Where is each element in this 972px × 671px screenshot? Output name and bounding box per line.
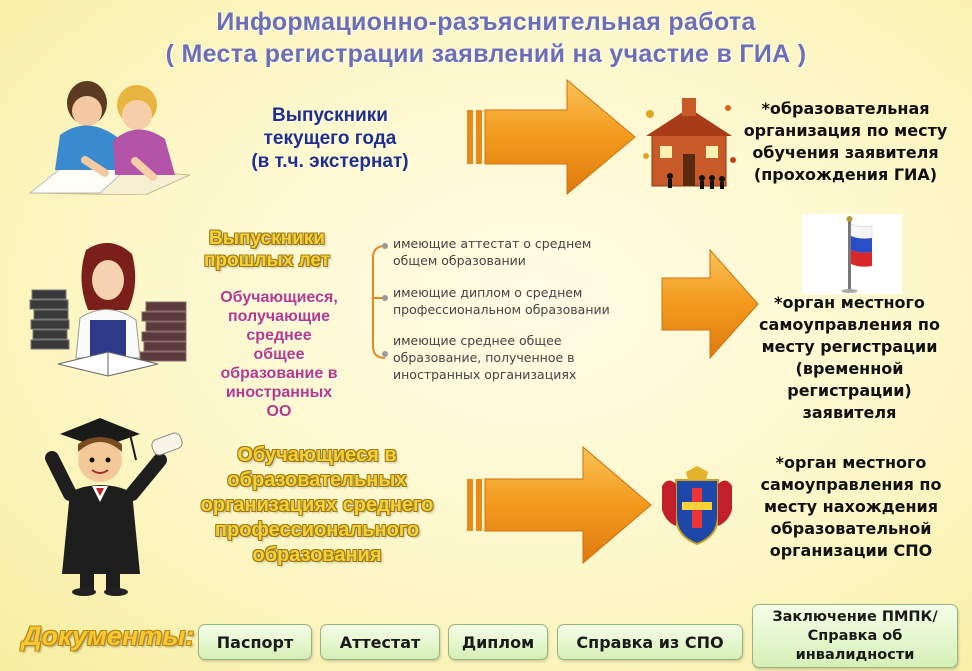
option-line: образование, полученное в [393, 350, 575, 365]
dest-line: образовательной [770, 519, 932, 538]
heading-line: ОО [266, 403, 292, 420]
arrow-right-icon [465, 78, 637, 196]
heading-line: получающие [228, 308, 330, 325]
option-foreign: имеющие среднее общее образование, получ… [393, 332, 663, 383]
option-line: имеющие диплом о среднем [393, 285, 583, 300]
dest-line: обучения заявителя [752, 143, 939, 162]
option-line: имеющие среднее общее [393, 333, 562, 348]
foreign-students-heading: Обучающиеся, получающие среднее общее об… [200, 288, 358, 421]
heading-line: среднее [246, 327, 312, 344]
dest-line: *орган местного [775, 453, 927, 472]
graduate-with-diploma-illustration [40, 412, 185, 597]
current-year-graduates-heading: Выпускники текущего года (в т.ч. экстерн… [210, 104, 450, 173]
page-title-line2: ( Места регистрации заявлений на участие… [165, 40, 807, 68]
pmpk-certificate-button[interactable]: Заключение ПМПК/ Справка об инвалидности [752, 604, 958, 668]
option-line: профессиональном образовании [393, 302, 610, 317]
heading-line: иностранных [225, 384, 333, 401]
option-attestat: имеющие аттестат о среднем общем образов… [393, 235, 663, 269]
diploma-button[interactable]: Диплом [448, 624, 548, 660]
dest-line: (временной [795, 359, 904, 378]
heading-line: текущего года [263, 128, 397, 149]
dest-line: месту нахождения [763, 497, 939, 516]
spo-students-heading: Обучающиеся в образовательных организаци… [178, 443, 456, 568]
dest-line: *орган местного [774, 293, 925, 312]
option-line: иностранных организациях [393, 367, 577, 382]
page-title-line1: Информационно-разъяснительная работа [216, 8, 756, 36]
bracket-connector [365, 236, 393, 366]
heading-line: Обучающиеся в [237, 444, 397, 466]
dest-line: месту регистрации [761, 337, 938, 356]
dest-line: самоуправления по [759, 315, 940, 334]
arrow-right-icon [660, 248, 760, 360]
coat-of-arms-icon [656, 466, 738, 548]
heading-line: Выпускники [209, 228, 325, 249]
heading-line: Обучающиеся, [220, 289, 338, 306]
pmpk-line: инвалидности [795, 646, 915, 663]
arrow-right-icon [465, 445, 653, 565]
russian-flag-icon [802, 214, 902, 294]
dest-line: самоуправления по [760, 475, 942, 494]
documents-label: Документы: [22, 621, 195, 651]
dest-line: организации СПО [769, 541, 933, 560]
dest-line: *образовательная [761, 99, 930, 118]
attestat-button[interactable]: Аттестат [320, 624, 440, 660]
option-line: общем образовании [393, 253, 526, 268]
heading-line: организациях среднего [200, 494, 434, 516]
heading-line: общее [253, 346, 305, 363]
heading-line: (в т.ч. экстернат) [251, 151, 409, 172]
heading-line: Выпускники [272, 105, 388, 126]
destination-local-government-spo: *орган местного самоуправления по месту … [745, 452, 957, 562]
dest-line: (прохождения ГИА) [753, 165, 938, 184]
heading-line: прошлых лет [203, 250, 331, 271]
dest-line: организация по месту [743, 121, 948, 140]
heading-line: образовательных [227, 469, 407, 491]
past-years-graduates-heading: Выпускники прошлых лет [192, 228, 342, 272]
school-building-icon [640, 94, 738, 194]
pmpk-line: Справка об [807, 627, 903, 644]
dest-line: заявителя [802, 403, 897, 422]
destination-educational-organization: *образовательная организация по месту об… [738, 98, 953, 186]
heading-line: профессионального [214, 519, 420, 541]
option-line: имеющие аттестат о среднем [393, 236, 592, 251]
girl-with-books-illustration [28, 240, 190, 382]
option-diploma: имеющие диплом о среднем профессионально… [393, 284, 663, 318]
heading-line: образования [252, 544, 382, 566]
students-writing-illustration [25, 75, 191, 196]
pmpk-line: Заключение ПМПК/ [772, 608, 938, 625]
spo-certificate-button[interactable]: Справка из СПО [557, 624, 743, 660]
destination-local-government-registration: *орган местного самоуправления по месту … [742, 292, 957, 424]
passport-button[interactable]: Паспорт [198, 624, 312, 660]
heading-line: образование в [220, 365, 338, 382]
dest-line: регистрации) [787, 381, 912, 400]
